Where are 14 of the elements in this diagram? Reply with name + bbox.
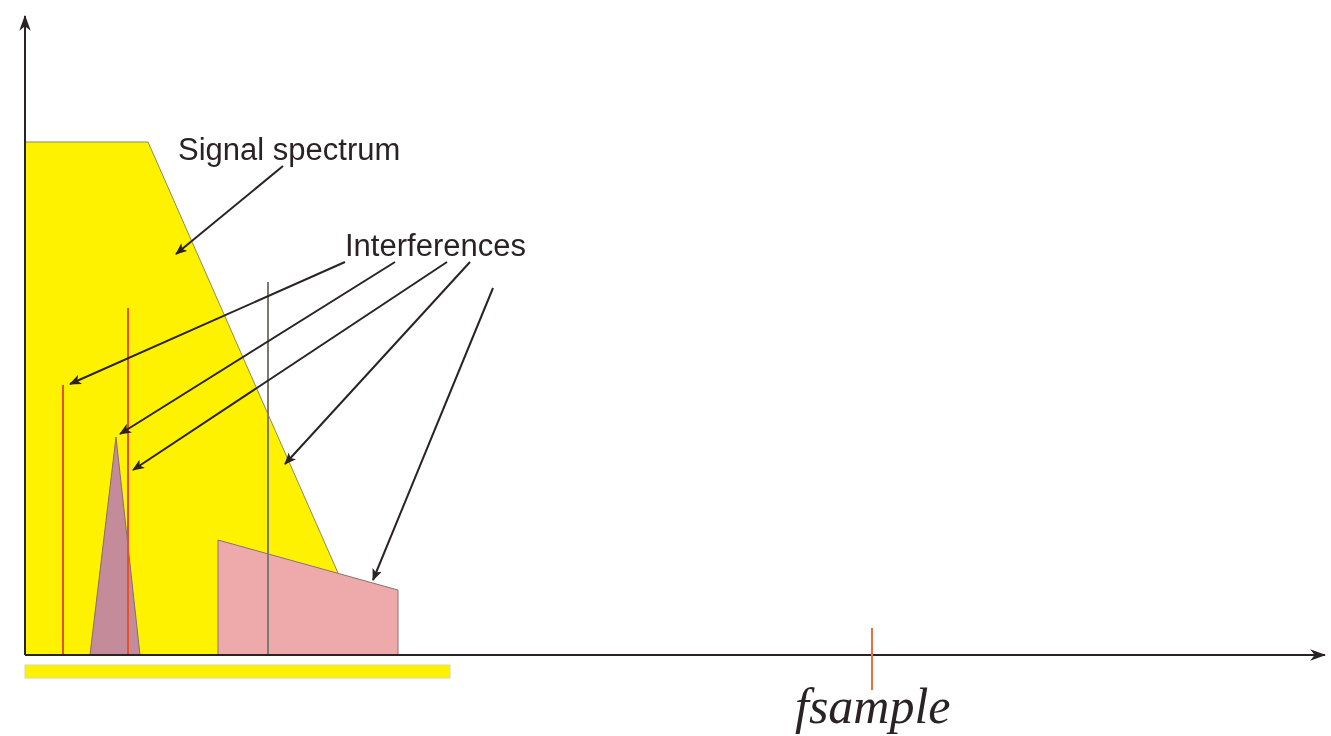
leader-arrow: [284, 261, 471, 465]
leader-arrow: [132, 261, 448, 471]
spectral-line: [62, 385, 64, 655]
leader-arrow: [119, 261, 396, 435]
leader-arrow: [69, 261, 346, 385]
callout-label: Interferences: [345, 228, 526, 264]
interference-peak-shape: [89, 436, 141, 656]
frequency-band-bar: [24, 664, 451, 679]
callout-label: Signal spectrum: [178, 132, 401, 168]
interference-band-shape: [217, 539, 399, 656]
axis-label: fsample: [795, 678, 951, 734]
leader-arrow: [372, 287, 494, 581]
leader-arrow: [175, 165, 284, 255]
spectral-line: [127, 308, 129, 655]
